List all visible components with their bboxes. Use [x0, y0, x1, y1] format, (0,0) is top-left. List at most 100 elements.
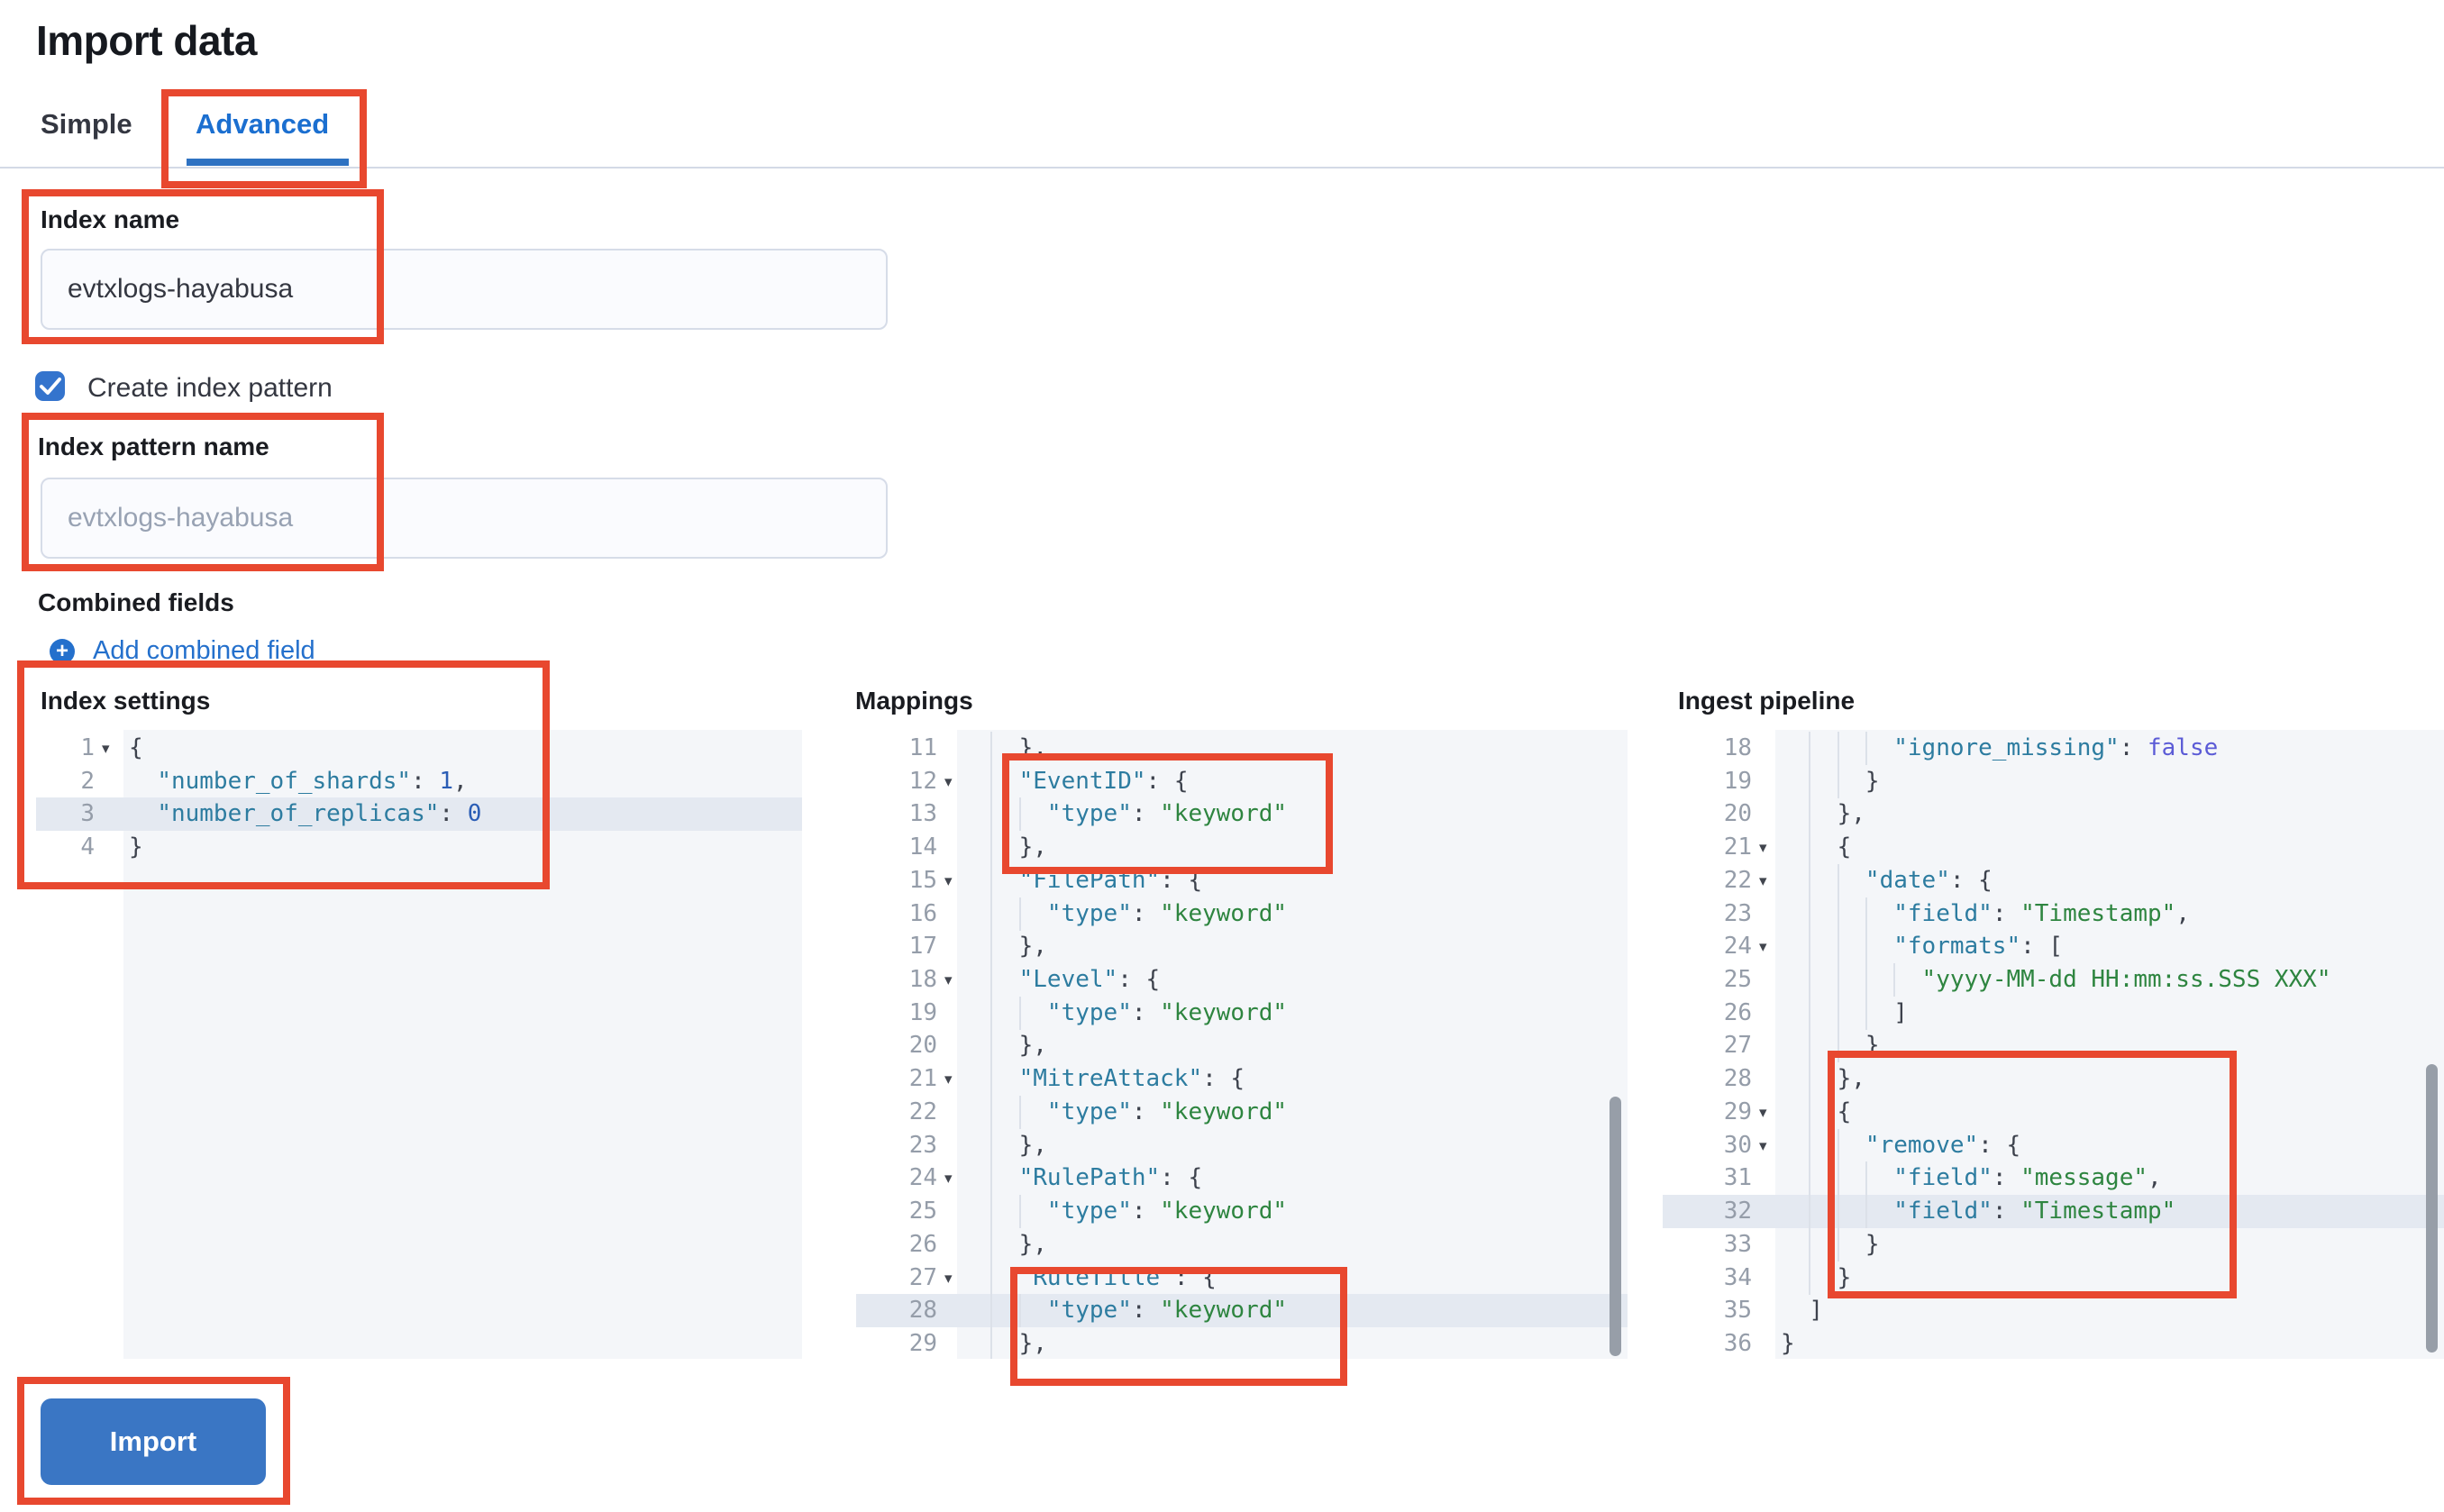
- line-number: 23: [1723, 899, 1752, 927]
- mappings-editor[interactable]: 11 },12▾ "EventID": {13 "type": "keyword…: [856, 730, 1628, 1359]
- code-text: }: [1865, 1032, 1880, 1060]
- add-combined-field-link[interactable]: + Add combined field: [50, 636, 315, 666]
- ingest-pipeline-scrollbar[interactable]: [2426, 1064, 2438, 1353]
- tab-simple[interactable]: Simple: [41, 108, 132, 140]
- code-text: },: [1837, 1065, 1865, 1093]
- line-number: 18: [908, 966, 937, 994]
- import-button[interactable]: Import: [41, 1398, 266, 1485]
- indent-guide: [990, 963, 993, 997]
- indent-guide: [1865, 1161, 1867, 1196]
- line-number: 22: [1723, 866, 1752, 894]
- index-settings-editor[interactable]: 1▾{2 "number_of_shards": 1,3 "number_of_…: [36, 730, 802, 1359]
- editor-content-area[interactable]: [957, 730, 1628, 1359]
- code-line: 27▾ "RuleTitle": {: [856, 1261, 1628, 1295]
- code-line: 23 "field": "Timestamp",: [1663, 897, 2444, 931]
- indent-guide: [1018, 1195, 1021, 1229]
- fold-arrow-icon[interactable]: ▾: [944, 871, 953, 889]
- code-line: 28 "type": "keyword": [856, 1294, 1628, 1328]
- line-number: 20: [908, 1032, 937, 1060]
- indent-guide: [990, 764, 993, 798]
- code-line: 22 "type": "keyword": [856, 1095, 1628, 1129]
- fold-arrow-icon[interactable]: ▾: [944, 971, 953, 989]
- line-number: 14: [908, 833, 937, 861]
- code-text: "date": {: [1865, 866, 1993, 894]
- tab-advanced[interactable]: Advanced: [196, 108, 330, 140]
- line-number: 4: [80, 833, 95, 861]
- code-text: "number_of_replicas": 0: [157, 800, 482, 828]
- mappings-scrollbar[interactable]: [1610, 1097, 1621, 1356]
- fold-arrow-icon[interactable]: ▾: [1759, 1103, 1767, 1121]
- indent-guide: [990, 1326, 993, 1359]
- indent-guide: [990, 863, 993, 897]
- code-line: 16 "type": "keyword": [856, 897, 1628, 931]
- code-text: "MitreAttack": {: [1018, 1065, 1245, 1093]
- line-number: 34: [1723, 1263, 1752, 1291]
- code-text: "FilePath": {: [1018, 866, 1203, 894]
- code-line: 4}: [36, 831, 802, 864]
- indent-guide: [990, 732, 993, 765]
- code-text: {: [1837, 1098, 1852, 1125]
- indent-guide: [1809, 1095, 1811, 1129]
- line-number: 28: [908, 1297, 937, 1325]
- fold-arrow-icon[interactable]: ▾: [1759, 938, 1767, 956]
- line-number: 18: [1723, 734, 1752, 761]
- indent-guide: [1809, 831, 1811, 865]
- fold-arrow-icon[interactable]: ▾: [944, 1070, 953, 1088]
- line-number: 19: [1723, 767, 1752, 795]
- indent-guide: [990, 930, 993, 964]
- indent-guide: [1809, 764, 1811, 798]
- create-index-pattern-checkbox[interactable]: [35, 371, 65, 401]
- code-line: 26 },: [856, 1227, 1628, 1262]
- code-line: 33 }: [1663, 1227, 2444, 1262]
- indent-guide: [990, 831, 993, 865]
- fold-arrow-icon[interactable]: ▾: [944, 1170, 953, 1188]
- indent-guide: [1837, 1227, 1839, 1262]
- code-line: 25 "type": "keyword": [856, 1195, 1628, 1229]
- code-text: "RuleTitle": {: [1018, 1263, 1217, 1291]
- code-text: "type": "keyword": [1046, 899, 1288, 927]
- indent-guide: [1837, 764, 1839, 798]
- fold-arrow-icon[interactable]: ▾: [944, 772, 953, 790]
- line-number: 23: [908, 1131, 937, 1159]
- indent-guide: [990, 996, 993, 1030]
- editor-content-area[interactable]: [1775, 730, 2444, 1359]
- code-text: },: [1018, 833, 1047, 861]
- ingest-pipeline-label: Ingest pipeline: [1678, 687, 1856, 715]
- line-number: 12: [908, 767, 937, 795]
- indent-guide: [990, 1227, 993, 1262]
- code-line: 24▾ "RulePath": {: [856, 1161, 1628, 1196]
- fold-arrow-icon[interactable]: ▾: [944, 1269, 953, 1287]
- line-number: 29: [1723, 1098, 1752, 1125]
- create-index-pattern-label: Create index pattern: [87, 373, 333, 403]
- line-number: 26: [908, 1230, 937, 1258]
- fold-arrow-icon[interactable]: ▾: [1759, 871, 1767, 889]
- plus-in-circle-icon: +: [50, 638, 75, 664]
- code-text: "type": "keyword": [1046, 1098, 1288, 1125]
- code-line: 32 "field": "Timestamp": [1663, 1195, 2444, 1229]
- editor-content-area[interactable]: [123, 730, 802, 1359]
- code-text: "field": "Timestamp",: [1893, 899, 2190, 927]
- code-line: 15▾ "FilePath": {: [856, 863, 1628, 897]
- fold-arrow-icon[interactable]: ▾: [102, 740, 110, 757]
- code-text: }: [1865, 1230, 1880, 1258]
- index-name-label: Index name: [41, 205, 180, 233]
- code-text: "type": "keyword": [1046, 1297, 1288, 1325]
- indent-guide: [1865, 930, 1867, 964]
- indent-guide: [1018, 1294, 1021, 1328]
- fold-arrow-icon[interactable]: ▾: [1759, 839, 1767, 857]
- fold-arrow-icon[interactable]: ▾: [1759, 1136, 1767, 1154]
- add-combined-field-label: Add combined field: [93, 636, 315, 665]
- index-name-input[interactable]: [41, 249, 888, 330]
- code-text: },: [1018, 933, 1047, 961]
- code-text: "ignore_missing": false: [1893, 734, 2219, 761]
- indent-guide: [1809, 1227, 1811, 1262]
- line-number: 25: [1723, 966, 1752, 994]
- code-text: }: [1865, 767, 1880, 795]
- index-pattern-name-input[interactable]: [41, 478, 888, 559]
- code-text: "Level": {: [1018, 966, 1161, 994]
- code-text: },: [1018, 1230, 1047, 1258]
- indent-guide: [990, 1261, 993, 1295]
- code-text: ]: [1809, 1297, 1823, 1325]
- code-text: },: [1018, 1329, 1047, 1357]
